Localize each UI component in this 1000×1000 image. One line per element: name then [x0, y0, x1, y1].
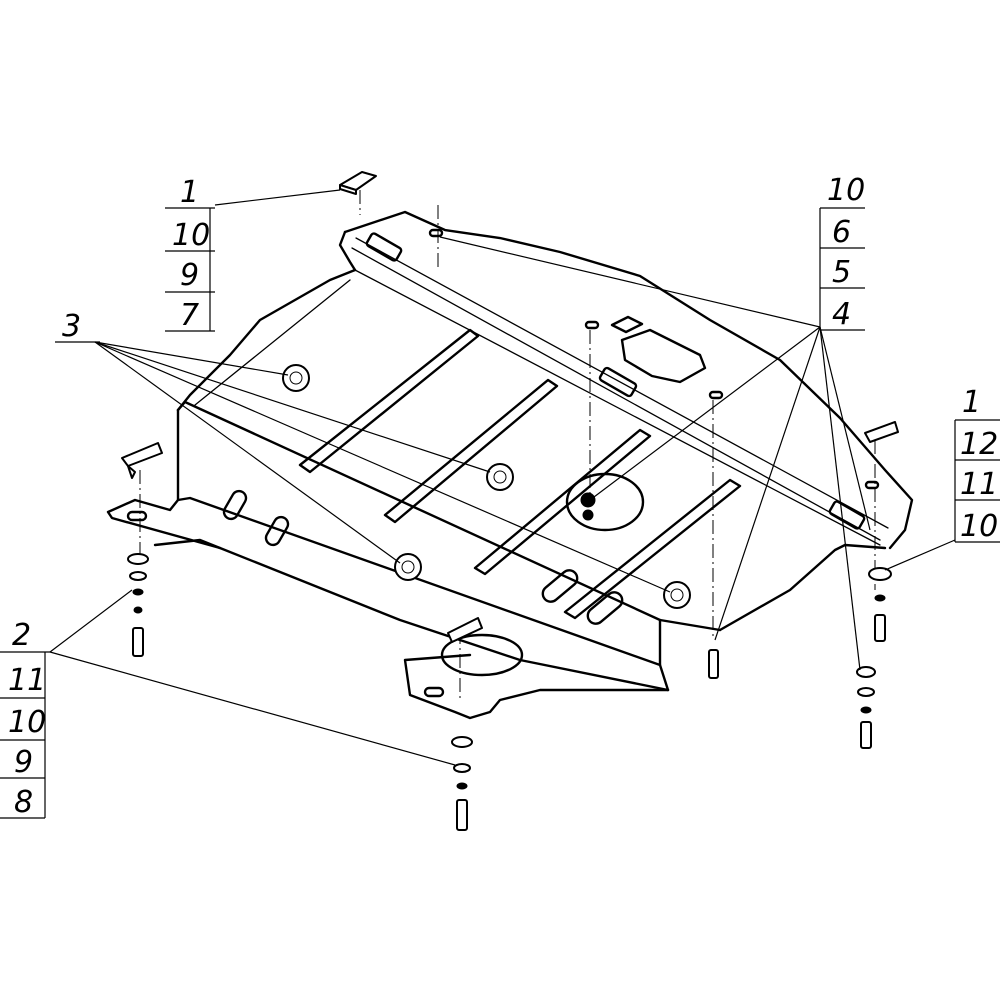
bracket-clips — [121, 171, 899, 643]
fastener-stack-right — [708, 567, 892, 749]
callout-7: 7 — [180, 298, 199, 333]
leader-lines — [49, 189, 956, 766]
callout-2: 2 — [12, 618, 31, 653]
callout-9: 9 — [14, 745, 33, 780]
callout-11: 11 — [960, 467, 998, 502]
callout-10: 10 — [960, 509, 998, 544]
callout-12: 12 — [960, 427, 998, 462]
skid-plate — [106, 210, 914, 720]
fastener-stack-left — [127, 553, 149, 657]
callout-5: 5 — [832, 255, 851, 290]
callout-8: 8 — [14, 785, 33, 820]
callout-table-top-left: 1 10 9 7 — [165, 175, 215, 333]
callout-10: 10 — [8, 705, 46, 740]
callout-10: 10 — [827, 173, 865, 208]
callout-10: 10 — [172, 218, 210, 253]
callout-1: 1 — [180, 175, 199, 210]
callout-table-top-right: 10 6 5 4 — [819, 173, 865, 332]
callout-table-right: 1 12 11 10 — [954, 385, 1000, 544]
callout-11: 11 — [8, 663, 46, 698]
plate-features — [126, 228, 880, 698]
callout-3: 3 — [62, 309, 81, 344]
callout-plates: 3 — [55, 309, 100, 344]
center-lines — [139, 190, 876, 700]
callout-9: 9 — [180, 258, 199, 293]
callout-1: 1 — [962, 385, 981, 420]
callout-6: 6 — [832, 215, 851, 250]
callout-table-bottom-left: 2 11 10 9 8 — [0, 618, 50, 820]
fastener-stack-bottom — [451, 736, 473, 831]
stiffening-ribs — [298, 328, 742, 620]
callout-4: 4 — [832, 297, 851, 332]
